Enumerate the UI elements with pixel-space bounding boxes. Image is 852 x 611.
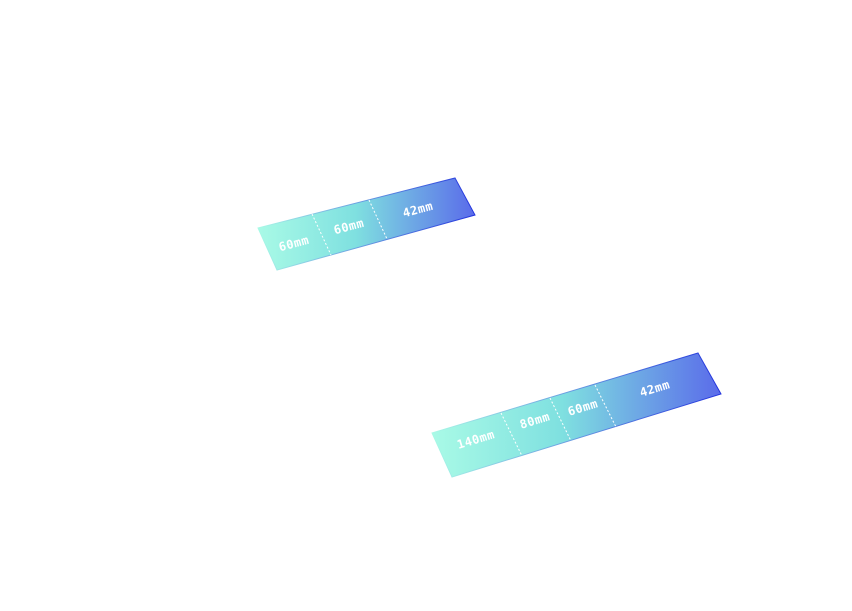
strip-1: 60mm 60mm 42mm — [257, 177, 476, 271]
strip-1-divider-2 — [368, 199, 388, 240]
strip-2-body — [431, 352, 722, 478]
strip-1-divider-1 — [311, 213, 332, 256]
strip-2: 140mm 80mm 60mm 42mm — [431, 352, 722, 478]
strip-1-body — [257, 177, 476, 271]
